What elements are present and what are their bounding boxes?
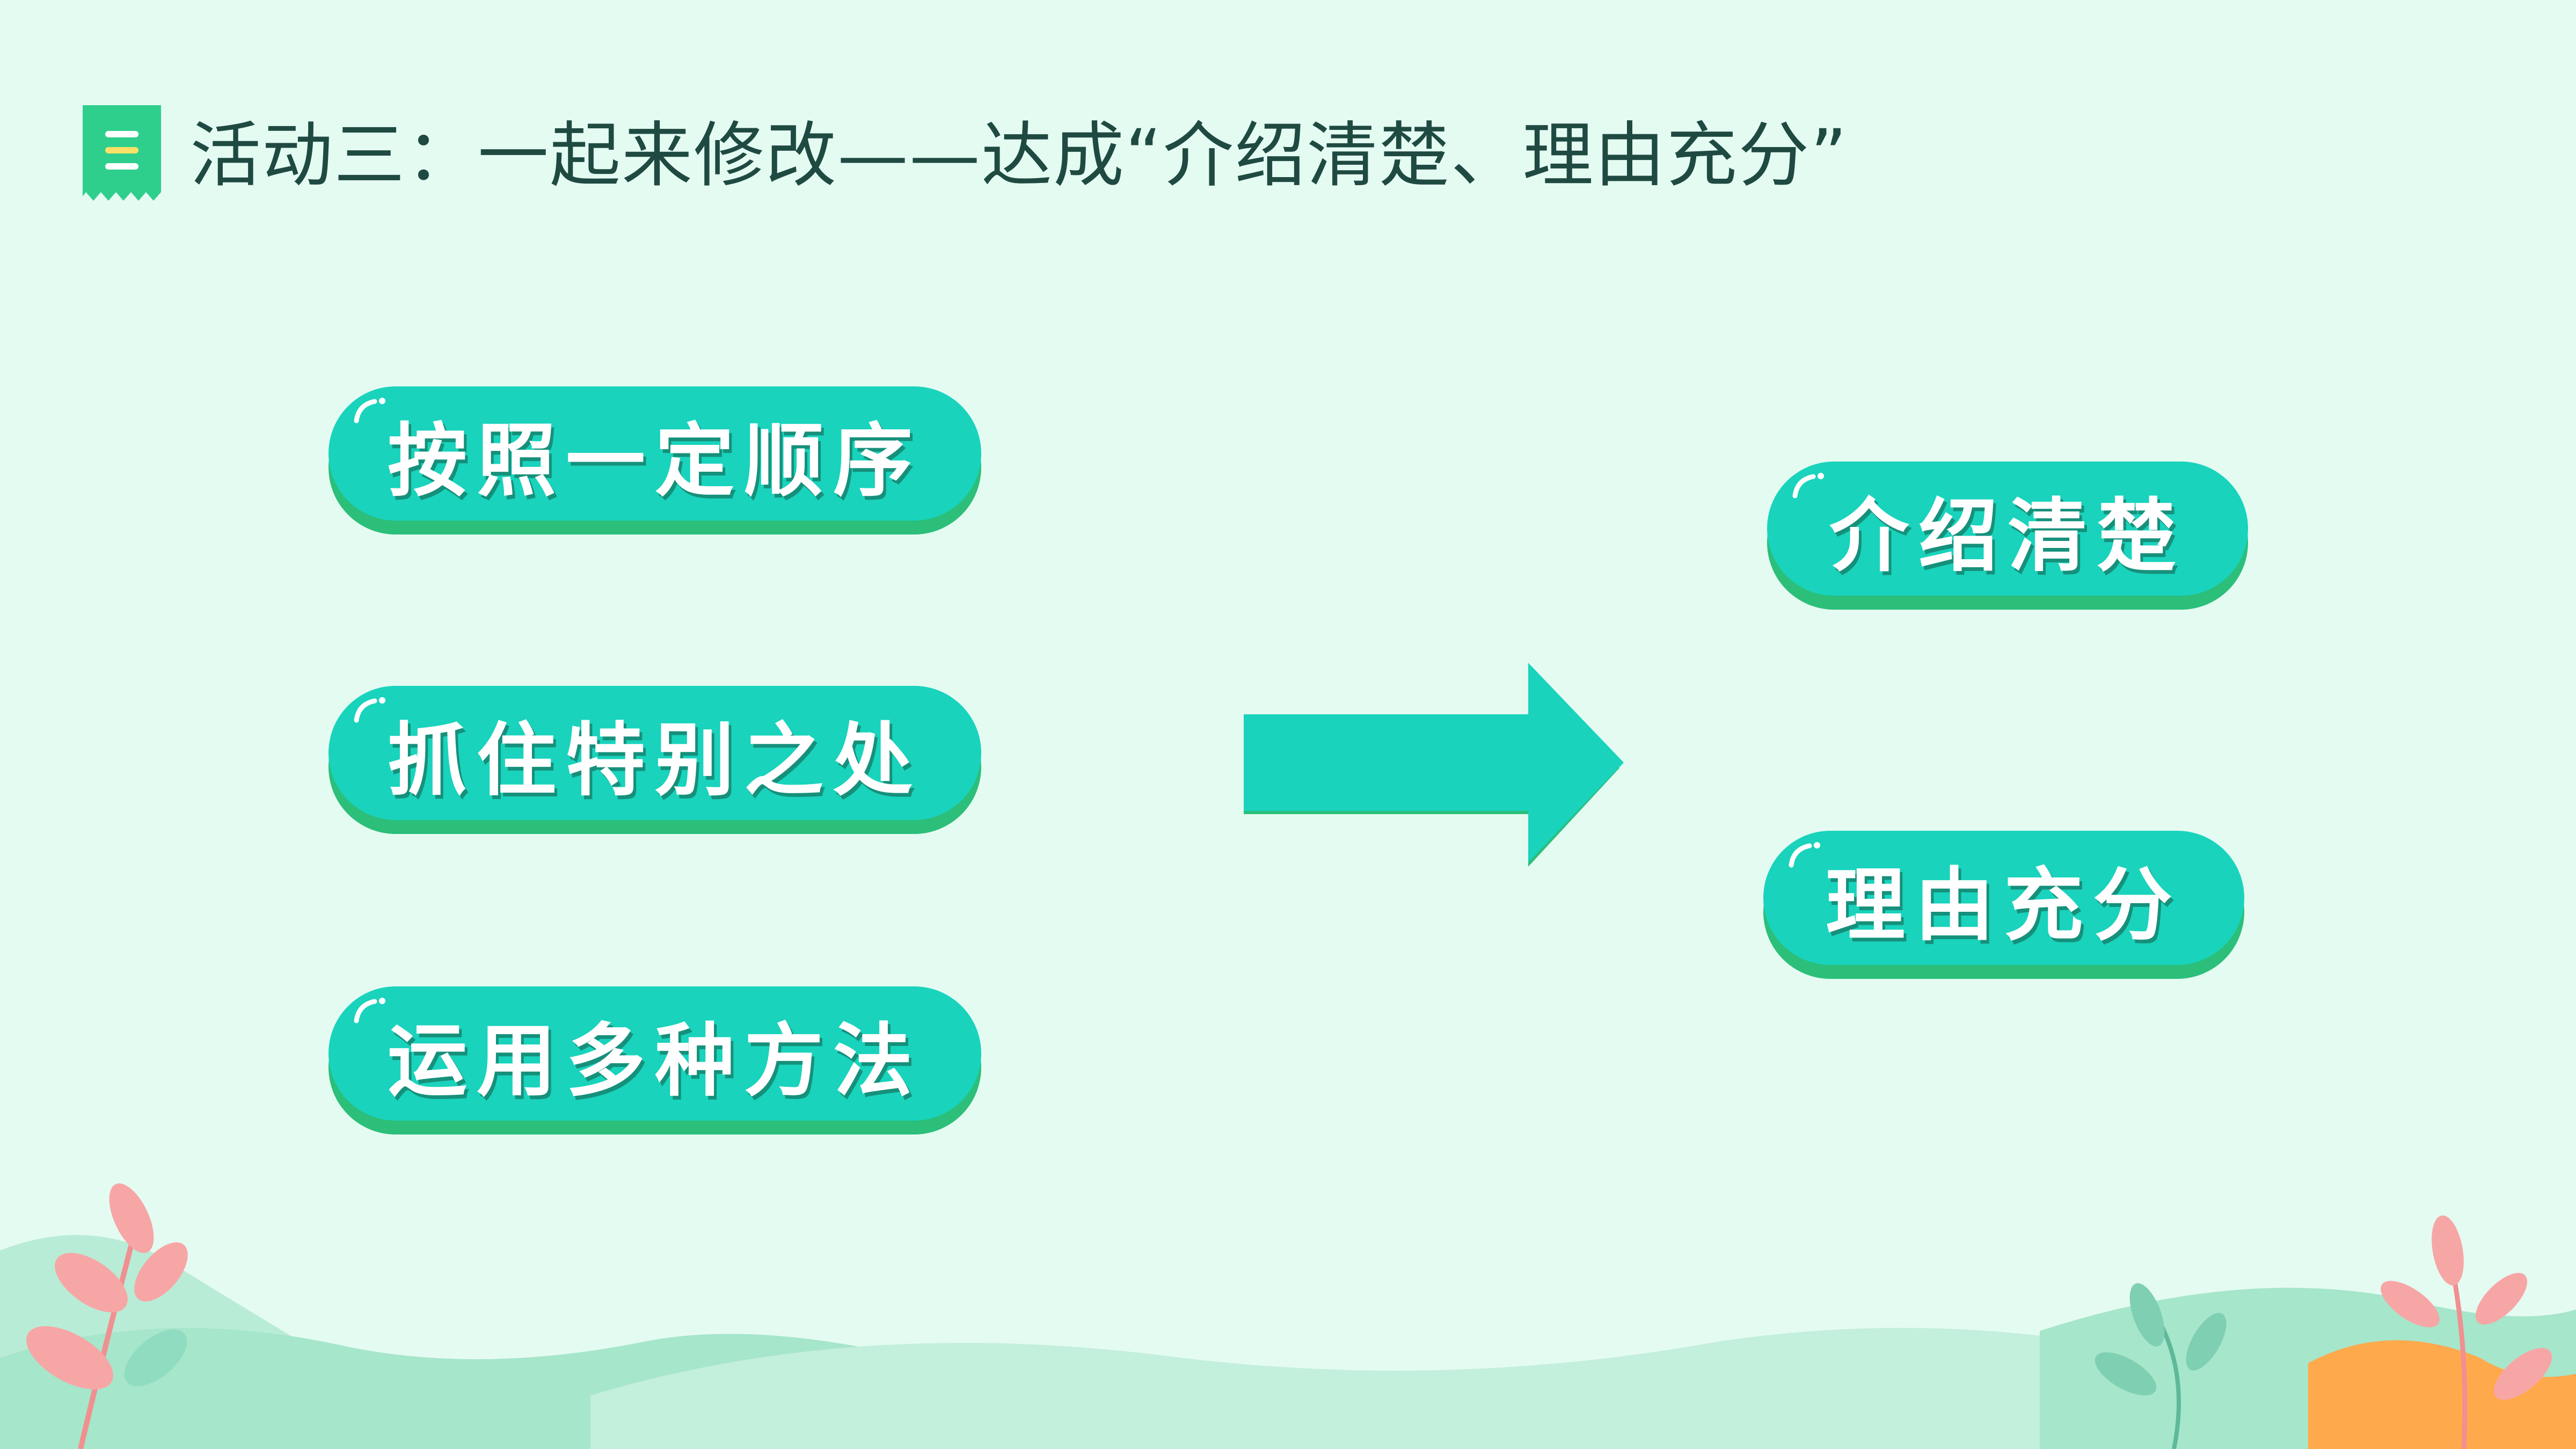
result-pill-reason: 理由充分 (1763, 831, 2244, 965)
page-title: 活动三：一起来修改——达成“介绍清楚、理由充分” (190, 114, 1848, 197)
method-label: 抓住特别之处 (388, 713, 922, 807)
hill-shapes (0, 1235, 2576, 1449)
list-document-icon (83, 105, 161, 201)
right-arrow-icon (1244, 663, 1624, 867)
method-label: 按照一定顺序 (388, 413, 922, 507)
gloss-highlight-icon (1792, 473, 1824, 499)
result-pill-clear: 介绍清楚 (1767, 462, 2248, 596)
method-pill-special: 抓住特别之处 (329, 686, 981, 820)
method-pill-order: 按照一定顺序 (329, 386, 981, 521)
leaf-right-icon (2095, 1215, 2552, 1449)
result-label: 理由充分 (1826, 858, 2182, 952)
bottom-scenery (0, 1183, 2576, 1449)
method-pill-methods: 运用多种方法 (329, 986, 981, 1121)
gloss-highlight-icon (1789, 842, 1820, 868)
result-label: 介绍清楚 (1829, 488, 2186, 582)
method-label: 运用多种方法 (388, 1013, 922, 1107)
leaf-left-icon (26, 1183, 188, 1449)
